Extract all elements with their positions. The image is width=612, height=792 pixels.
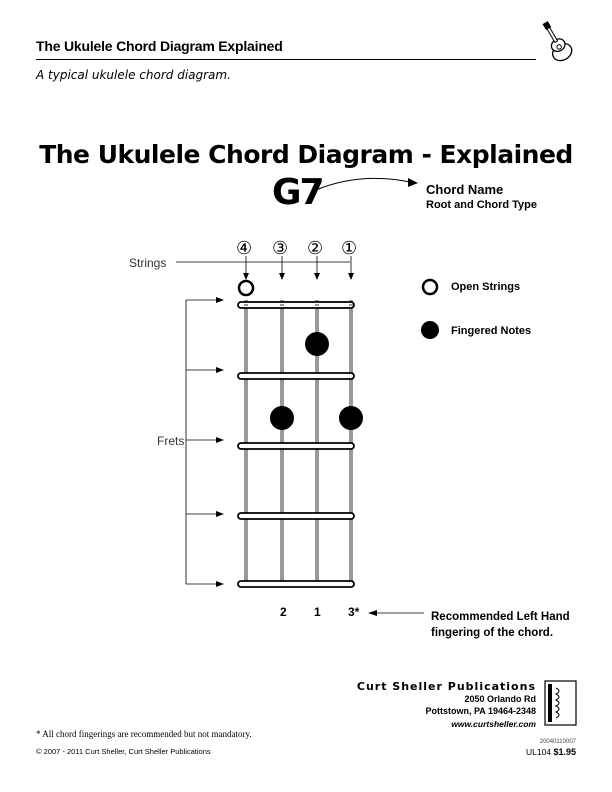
legend-open-icon [421,278,439,296]
string-number-arrows [243,256,354,280]
string-overlays [244,304,353,306]
recommend-line-1: Recommended Left Hand [431,611,570,623]
publisher-name: Curt Sheller Publications [356,680,536,693]
frets-label: Frets [157,434,185,448]
publisher-address-2: Pottstown, PA 19464-2348 [425,706,536,716]
ukulele-icon [542,21,573,62]
nut [237,301,355,309]
chord-label: G7 [272,172,325,213]
ukulele-frets [237,301,355,588]
legend-fingered-label: Fingered Notes [451,325,532,337]
diagram-title: The Ukulele Chord Diagram - Explained [39,140,573,169]
recommend-line-2: fingering of the chord. [431,627,554,639]
catalog-number: 20040110007 [539,739,576,745]
fingering-arrowhead [368,610,377,616]
footnote-text: All chord fingerings are recommended but… [42,729,252,739]
fingered-note-string2-fret1 [305,332,329,356]
string-number-3: ③ [272,238,289,259]
fingering-string-1: 3* [348,605,360,619]
fret-4 [237,580,355,588]
frets-bracket [185,297,224,587]
strings-label: Strings [129,256,167,270]
footnote-mark: * [36,729,41,739]
string-number-1: ① [341,238,358,259]
fret-3 [237,512,355,520]
header-divider [36,59,536,60]
legend-fingered-icon [421,321,439,339]
header-title: The Ukulele Chord Diagram Explained [36,38,283,54]
chord-name-label: Chord Name [426,182,504,197]
string-number-4: ④ [236,238,253,259]
header-subtitle: A typical ukulele chord diagram. [36,68,231,82]
chord-name-arrowhead [408,178,418,187]
recommend-note: Recommended Left Hand fingering of the c… [431,609,570,641]
fingering-string-3: 2 [280,605,287,619]
chord-type-label: Root and Chord Type [426,199,538,211]
fingering-string-2: 1 [314,605,321,619]
fret-1 [237,372,355,380]
publisher-address-1: 2050 Orlando Rd [464,694,536,704]
fingered-note-string3-fret2 [270,406,294,430]
product-code: UL104 [526,747,552,757]
legend-open-label: Open Strings [451,281,521,293]
barcode-icon [544,680,577,726]
open-string-marker [237,279,255,297]
price-line: UL104 $1.95 [430,747,576,757]
price: $1.95 [553,747,576,757]
copyright: © 2007 - 2011 Curt Sheller, Curt Sheller… [36,747,211,756]
publisher-website[interactable]: www.curtsheller.com [451,719,536,729]
string-number-2: ② [307,238,324,259]
footnote: * All chord fingerings are recommended b… [36,729,252,739]
chord-name-arrow [315,177,411,191]
fret-2 [237,442,355,450]
fingered-note-string1-fret2 [339,406,363,430]
